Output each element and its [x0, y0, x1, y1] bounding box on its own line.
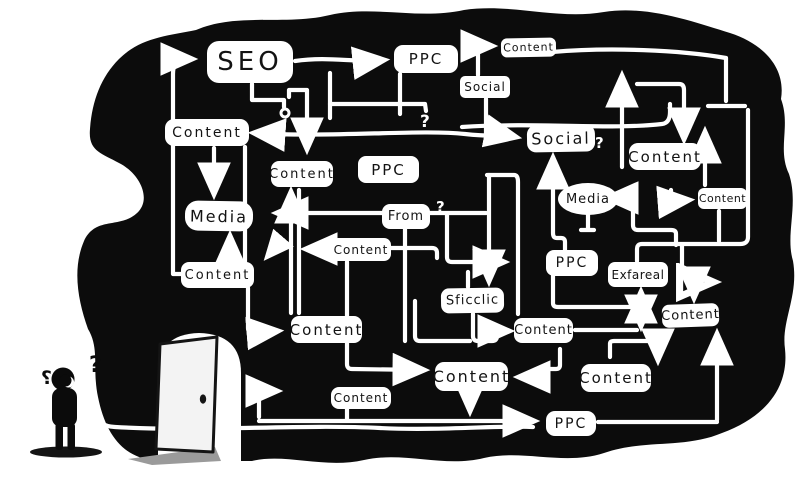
maze-path — [460, 29, 499, 78]
door-knob — [199, 394, 207, 404]
node-from: From — [382, 204, 430, 229]
maze-path — [412, 298, 473, 344]
question-mark: ? — [41, 367, 52, 389]
maze-path — [387, 245, 440, 261]
person-leg-left — [55, 423, 63, 450]
node-content-mid-small: Content — [331, 238, 391, 261]
node-content-left-upper: Content — [165, 119, 249, 146]
maze-path — [249, 81, 287, 110]
person-torso — [52, 388, 77, 427]
node-content-right-small: Content — [698, 188, 747, 209]
person-leg-right — [67, 423, 75, 450]
question-mark: ? — [436, 198, 445, 216]
person-shadow — [30, 446, 102, 458]
maze-path — [247, 114, 523, 152]
question-mark: ? — [420, 112, 430, 132]
maze-path — [245, 374, 284, 420]
node-content-center: Content — [514, 318, 573, 343]
node-ppc-mid: PPC — [358, 156, 419, 183]
node-media-right: Media — [558, 183, 618, 215]
maze-lines — [91, 29, 751, 438]
node-sficclic: Sficclic — [440, 287, 505, 314]
maze-path — [634, 107, 751, 264]
node-social-small: Social — [460, 76, 510, 98]
node-content-top-right: Content — [500, 37, 557, 58]
node-content-left-lower: Content — [181, 262, 254, 288]
confused-person: ? ? — [30, 353, 102, 458]
maze-path — [578, 211, 597, 233]
node-seo: SEO — [207, 41, 293, 83]
node-media-left: Media — [184, 200, 254, 232]
maze-path — [512, 346, 563, 394]
maze-path — [292, 46, 391, 80]
maze-path — [344, 259, 431, 387]
node-content-bottom-right-small: Content — [661, 303, 720, 328]
maze-path — [470, 311, 516, 348]
maze-path — [634, 81, 701, 146]
maze-path — [91, 410, 536, 431]
maze-path — [444, 212, 511, 279]
maze-path — [607, 328, 675, 367]
node-content-bottom-center: Content — [433, 362, 508, 391]
question-mark: ? — [595, 134, 604, 152]
maze-path — [550, 273, 639, 310]
maze-path — [160, 42, 199, 277]
node-content-right-upper: Content — [628, 143, 701, 170]
node-content-mid-upper: Content — [269, 161, 333, 187]
maze-path — [549, 47, 729, 104]
maze-path — [656, 185, 696, 220]
node-ppc-top: PPC — [394, 45, 458, 73]
node-exfareal: Exfareal — [608, 262, 668, 287]
maze-path — [600, 181, 679, 248]
maze-path — [263, 228, 294, 261]
node-ppc-right: PPC — [546, 250, 598, 276]
line-terminator-circle — [279, 107, 291, 119]
maze-path — [327, 101, 429, 114]
maze-path — [536, 151, 570, 254]
node-social-large: Social — [526, 124, 596, 153]
node-content-bottom-small: Content — [331, 387, 391, 409]
door-panel — [154, 335, 219, 454]
question-mark: ? — [89, 353, 102, 378]
node-ppc-bottom: PPC — [546, 411, 596, 436]
doorway — [128, 333, 241, 465]
maze-path — [245, 285, 285, 351]
maze-question-marks: ? ? ? — [420, 112, 604, 216]
maze-path — [484, 172, 521, 317]
person-face — [59, 374, 72, 387]
node-content-bottom-right: Content — [579, 364, 651, 392]
node-content-bottom-left: Content — [290, 316, 362, 343]
